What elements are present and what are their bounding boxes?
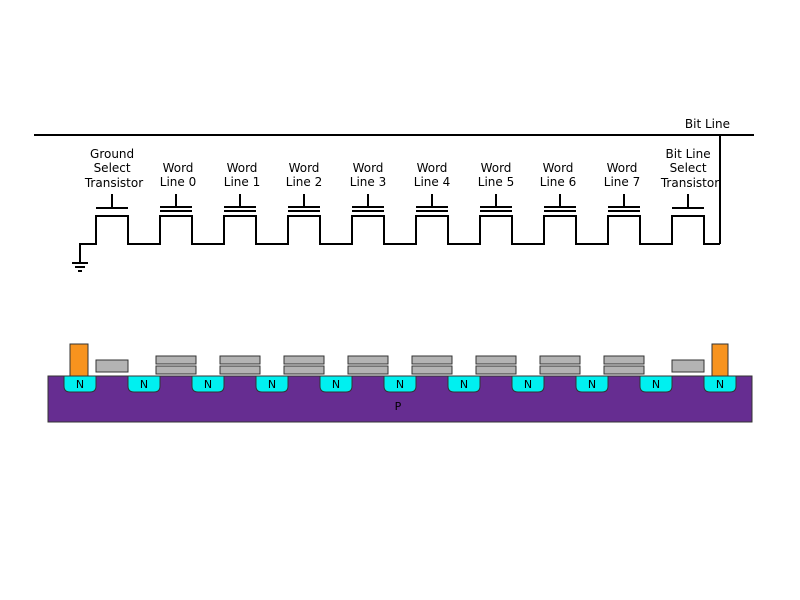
- n-region: N: [383, 375, 417, 393]
- bit-line-select-transistor-gate: [672, 194, 704, 209]
- n-region: N: [63, 375, 97, 393]
- n-region: N: [575, 375, 609, 393]
- word-line-2-gate: [288, 194, 320, 212]
- n-region-shape: [639, 375, 673, 393]
- n-region-shape: [703, 375, 737, 393]
- schematic: Bit Line Ground Select Transistor: [34, 117, 754, 272]
- cell-stack-3: [347, 355, 389, 375]
- n-region-shape: [383, 375, 417, 393]
- cell-stack-1: [219, 355, 261, 375]
- n-region: N: [703, 375, 737, 393]
- ground-select-label-line-3: Transistor: [84, 176, 143, 190]
- bit-line-label: Bit Line: [685, 117, 730, 131]
- n-region-shape: [575, 375, 609, 393]
- n-region: N: [319, 375, 353, 393]
- ground-select-label-line-2: Select: [94, 161, 131, 175]
- cell-stack-2: [283, 355, 325, 375]
- ground-select-label: Ground Select Transistor: [84, 147, 143, 190]
- n-region-label: N: [332, 378, 340, 391]
- cell-stack-7: [603, 355, 645, 375]
- n-region-label: N: [204, 378, 212, 391]
- n-region-shape: [447, 375, 481, 393]
- cell-gate-stacks: [155, 355, 645, 375]
- string-wire: [79, 215, 720, 262]
- n-region: N: [447, 375, 481, 393]
- n-region-shape: [127, 375, 161, 393]
- cell-stack-4: [411, 355, 453, 375]
- n-region-label: N: [140, 378, 148, 391]
- n-region: N: [639, 375, 673, 393]
- n-region-shape: [63, 375, 97, 393]
- word-line-gates: [160, 194, 640, 212]
- ground-icon: [72, 262, 88, 272]
- n-region-label: N: [588, 378, 596, 391]
- ground-select-transistor-gate: [96, 194, 128, 209]
- n-region-shape: [191, 375, 225, 393]
- n-region-shape: [255, 375, 289, 393]
- cell-stack-5: [475, 355, 517, 375]
- bit-line-select-gate: [671, 359, 705, 373]
- ground-contact: [69, 343, 89, 377]
- word-line-7-gate: [608, 194, 640, 212]
- bit-line-select-label-line-2: Select: [670, 161, 707, 175]
- n-region-label: N: [268, 378, 276, 391]
- word-line-5-gate: [480, 194, 512, 212]
- n-region-label: N: [652, 378, 660, 391]
- p-substrate-label: P: [395, 400, 402, 413]
- n-region-label: N: [460, 378, 468, 391]
- n-region-shape: [319, 375, 353, 393]
- n-region: N: [511, 375, 545, 393]
- n-region: N: [255, 375, 289, 393]
- cell-stack-0: [155, 355, 197, 375]
- n-region: N: [127, 375, 161, 393]
- cross-section: P N N N N N N N N N N N: [47, 343, 753, 423]
- n-region-shape: [511, 375, 545, 393]
- p-substrate: [47, 375, 753, 423]
- ground-select-label-line-1: Ground: [90, 147, 134, 161]
- bit-line-select-label-line-1: Bit Line: [666, 147, 711, 161]
- word-line-6-gate: [544, 194, 576, 212]
- n-region-label: N: [716, 378, 724, 391]
- word-line-0-gate: [160, 194, 192, 212]
- word-line-4-gate: [416, 194, 448, 212]
- word-line-3-gate: [352, 194, 384, 212]
- word-line-1-gate: [224, 194, 256, 212]
- n-region-label: N: [76, 378, 84, 391]
- bit-line-contact: [711, 343, 729, 377]
- cell-stack-6: [539, 355, 581, 375]
- n-region-label: N: [524, 378, 532, 391]
- ground-select-gate: [95, 359, 129, 373]
- bit-line-select-label: Bit Line Select Transistor: [660, 147, 719, 190]
- n-region: N: [191, 375, 225, 393]
- n-region-label: N: [396, 378, 404, 391]
- bit-line-select-label-line-3: Transistor: [660, 176, 719, 190]
